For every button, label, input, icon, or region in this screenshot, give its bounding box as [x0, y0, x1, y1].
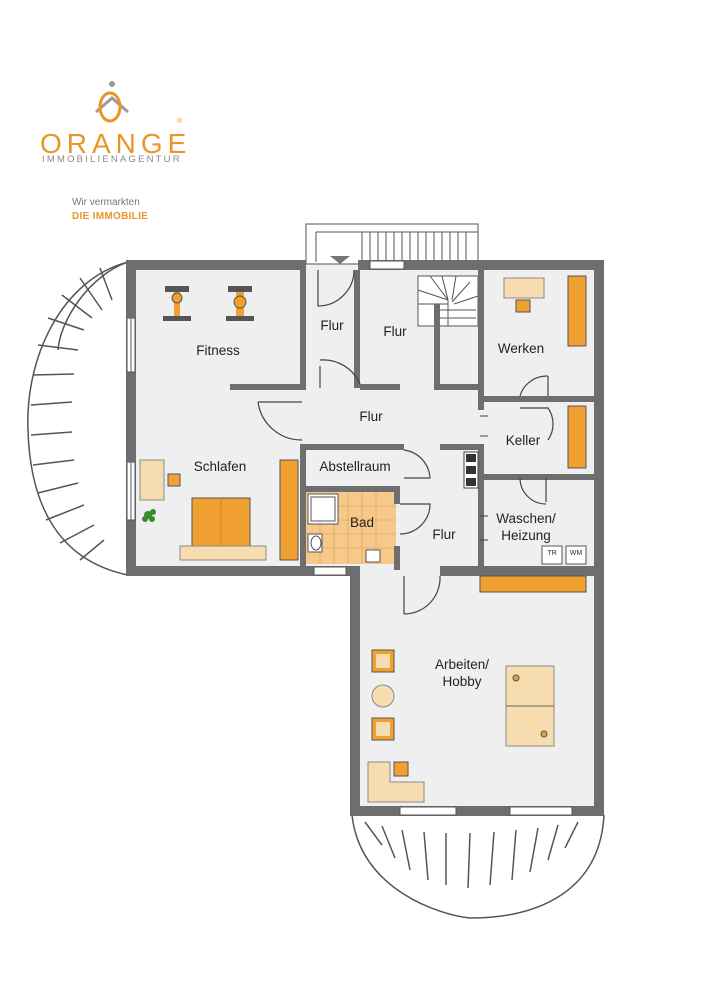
doors	[257, 269, 554, 615]
dryer-label: TR	[547, 550, 557, 557]
room-label-keller: Keller	[505, 433, 541, 448]
internal-stairs	[417, 275, 479, 327]
tagline-line-2: DIE IMMOBILIE	[72, 211, 149, 222]
room-label-flur-3: Flur	[359, 409, 383, 424]
room-label-abstellraum: Abstellraum	[319, 459, 391, 474]
brand-name: ORANGE	[40, 128, 192, 159]
room-label-waschen: Waschen/ Heizung	[496, 511, 556, 543]
wall-ticks	[480, 415, 488, 541]
logo-house-icon	[95, 81, 129, 123]
workbench-icon	[503, 275, 587, 347]
room-label-werken: Werken	[497, 341, 545, 356]
brand-subtitle: IMMOBILIENAGENTUR	[42, 154, 182, 165]
office-furniture	[367, 575, 587, 803]
registered-mark: ®	[177, 118, 183, 125]
room-label-bad: Bad	[349, 515, 375, 530]
room-label-flur-4: Flur	[432, 527, 456, 542]
washer-label: WM	[569, 550, 583, 557]
room-label-schlafen: Schlafen	[193, 459, 247, 474]
room-label-flur-1: Flur	[320, 318, 344, 333]
bedroom-furniture	[139, 459, 299, 561]
room-label-arbeiten: Arbeiten/ Hobby	[434, 657, 490, 689]
chimney-icon	[463, 451, 479, 489]
room-label-flur-2: Flur	[383, 324, 407, 339]
tagline-line-1: Wir vermarkten	[72, 197, 140, 208]
table-tennis-icon	[505, 665, 555, 747]
room-label-fitness: Fitness	[196, 343, 240, 358]
terrace-bottom	[351, 814, 605, 919]
fitness-equipment-icon	[163, 286, 254, 321]
plant-icon	[142, 509, 156, 522]
walls	[126, 260, 604, 816]
keller-shelf	[567, 405, 587, 469]
windows	[126, 260, 573, 816]
bathroom-fixtures	[307, 493, 381, 563]
appliance-boxes	[541, 545, 587, 565]
outer-stairs	[305, 223, 479, 265]
terrace-left	[27, 261, 129, 576]
